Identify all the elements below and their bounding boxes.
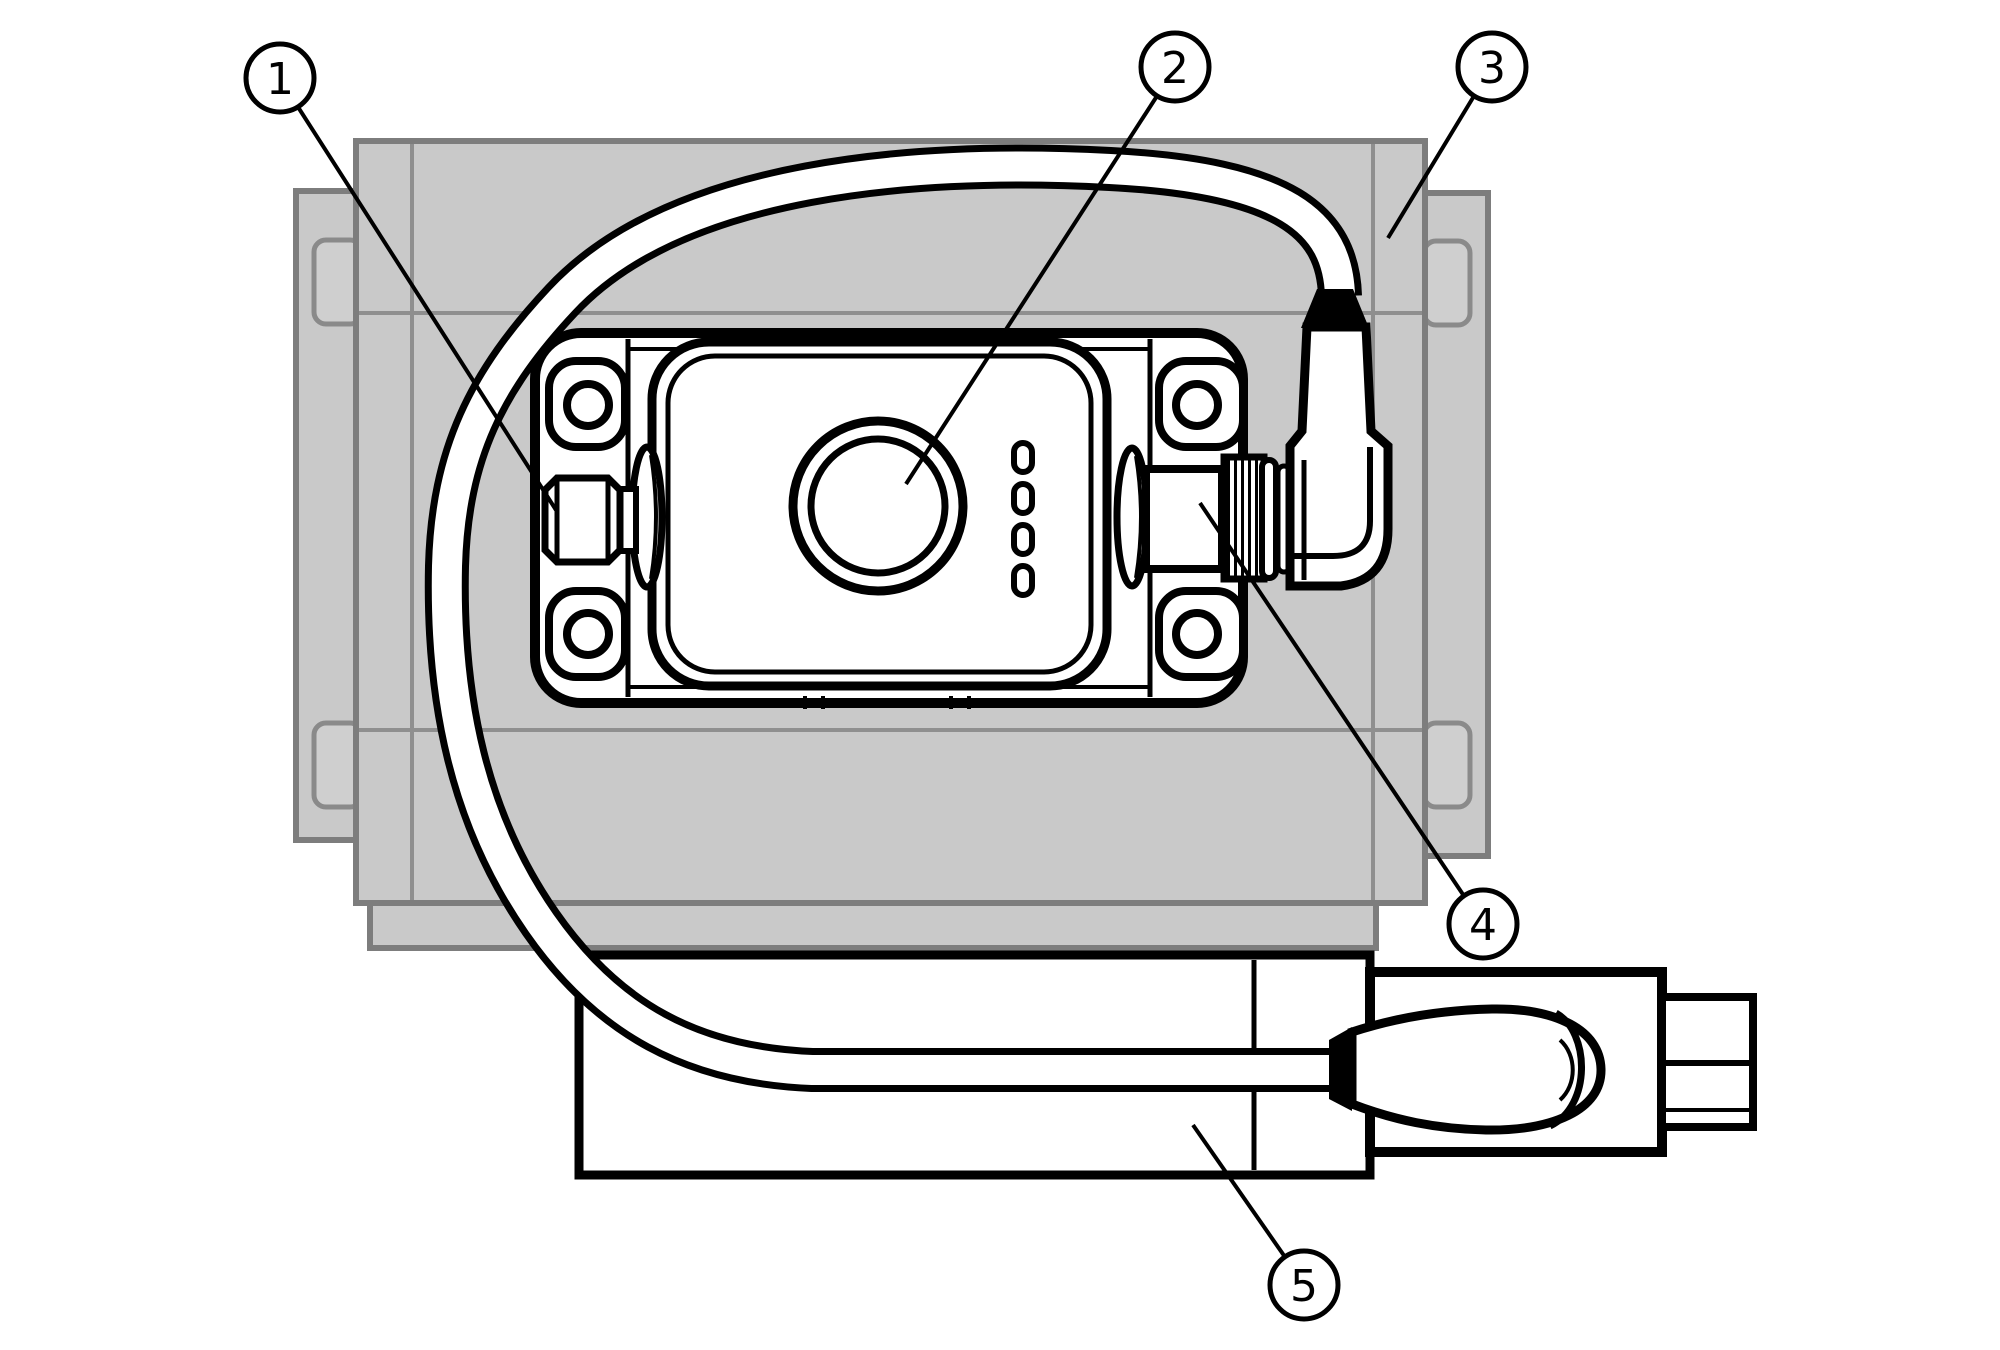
- callout-label-1: 1: [266, 54, 294, 105]
- seal-washer-left-line: [649, 454, 658, 580]
- sensor-device: [530, 328, 1268, 709]
- leader-1: [296, 105, 558, 512]
- seal-washer-right-line: [1134, 455, 1143, 579]
- led-slot-3: [1011, 522, 1035, 557]
- clamp-tab-top-right: [1421, 238, 1473, 328]
- callout-4: 4: [1446, 887, 1520, 961]
- led-slot-1: [1011, 440, 1035, 475]
- leader-lines: [296, 94, 1476, 1259]
- cable-plug: [1329, 1004, 1606, 1135]
- callout-5: 5: [1267, 1248, 1341, 1322]
- callout-circle-2: [1138, 30, 1212, 104]
- callout-circle-4: [1446, 887, 1520, 961]
- callout-label-2: 2: [1161, 43, 1189, 94]
- callout-2: 2: [1138, 30, 1212, 104]
- leader-4: [1198, 501, 1466, 898]
- callout-circle-3: [1455, 30, 1529, 104]
- callouts: 1 2 3 4 5: [243, 30, 1529, 1322]
- callout-label-4: 4: [1469, 900, 1497, 951]
- leader-5: [1191, 1123, 1287, 1259]
- screw-hole-top-right: [1172, 380, 1222, 430]
- plug-head-arc-1: [1548, 1009, 1585, 1130]
- connector-boss: [1142, 465, 1226, 573]
- clamp-tab-bottom-right: [1421, 720, 1473, 810]
- elbow-cable-cap: [1301, 289, 1369, 328]
- elbow-washer-1: [1259, 457, 1279, 581]
- screw-hole-top-left: [563, 380, 613, 430]
- mounting-ears: [545, 357, 1247, 681]
- led-slot-4: [1011, 563, 1035, 598]
- plug-strain-cap: [1329, 1027, 1352, 1111]
- callout-1: 1: [243, 41, 317, 115]
- screw-hole-bottom-right: [1172, 609, 1222, 659]
- plug-head-arc-2: [1558, 1038, 1575, 1102]
- sensing-face-inner: [807, 435, 949, 577]
- sensing-face-outer: [788, 416, 968, 596]
- screw-hole-bottom-left: [563, 609, 613, 659]
- callout-label-3: 3: [1478, 43, 1506, 94]
- knurled-nut: [1220, 453, 1268, 583]
- leader-2: [904, 94, 1159, 486]
- elbow-inner-wall: [1292, 447, 1373, 559]
- callout-label-5: 5: [1290, 1261, 1318, 1312]
- plug-head: [1347, 1004, 1606, 1135]
- elbow-connector: [1259, 289, 1393, 591]
- callout-3: 3: [1455, 30, 1529, 104]
- callout-circle-5: [1267, 1248, 1341, 1322]
- callout-circle-1: [243, 41, 317, 115]
- leader-3: [1386, 94, 1476, 240]
- led-slot-2: [1011, 481, 1035, 516]
- device-lid-inner: [665, 353, 1094, 675]
- status-leds: [1011, 440, 1035, 598]
